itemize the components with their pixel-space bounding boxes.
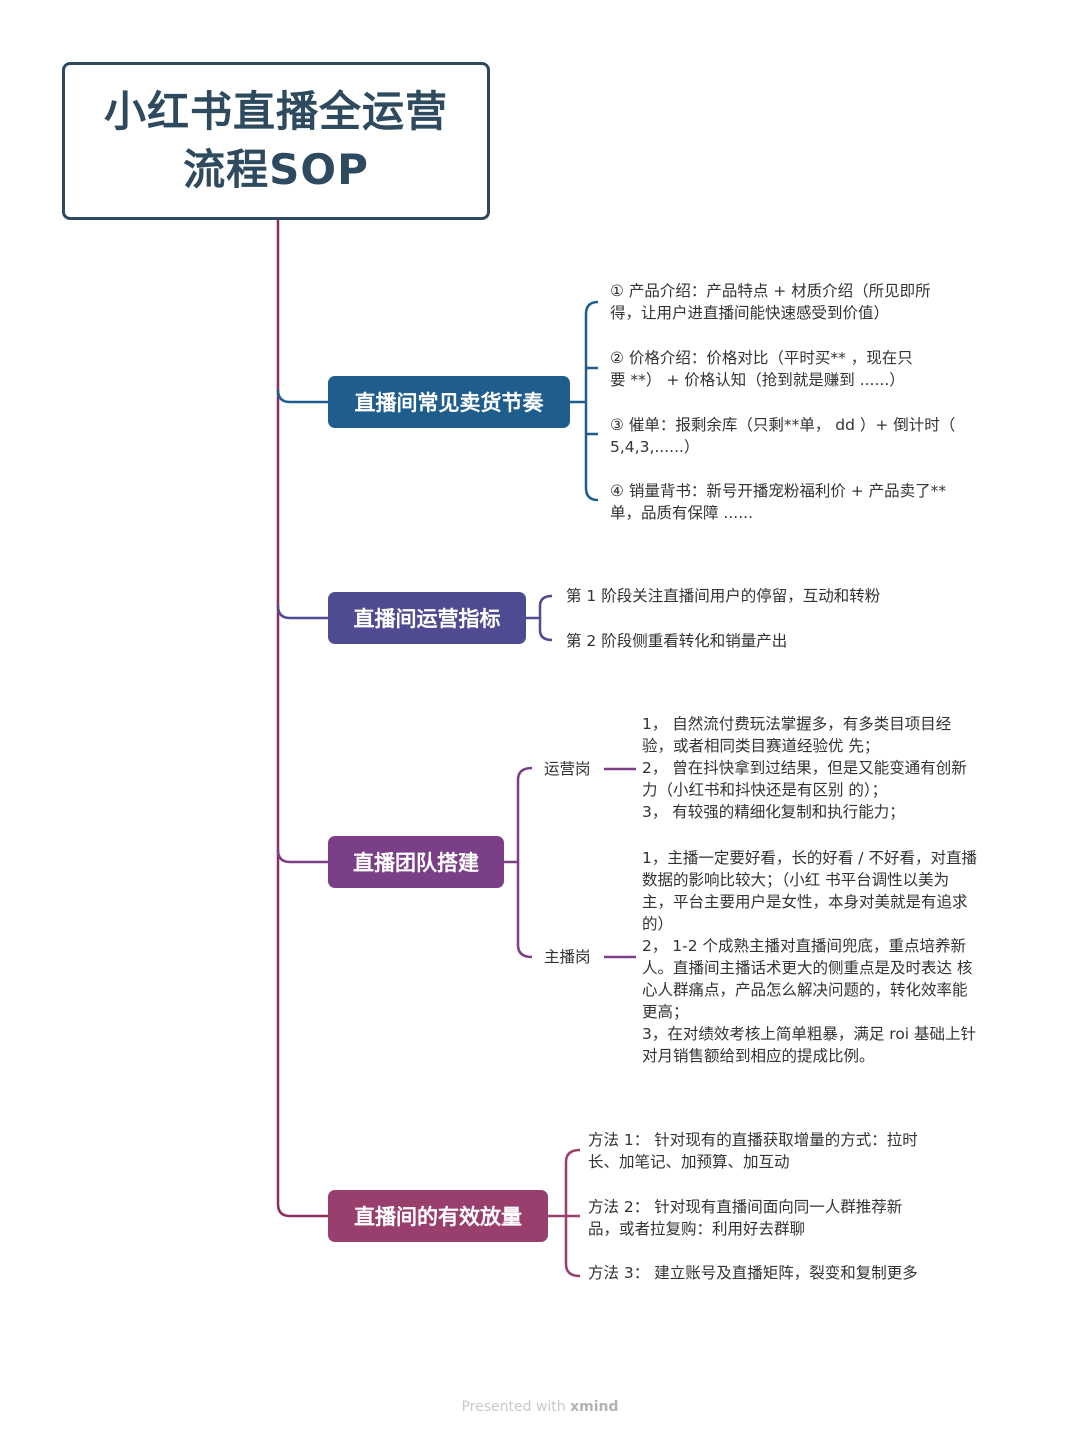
leaf-line: 5,4,3,......） xyxy=(610,438,700,456)
leaf-line: ③ 催单：报剩余库（只剩**单， dd ）+ 倒计时（ xyxy=(610,416,956,434)
branch4-bracket xyxy=(546,1148,581,1278)
branch1-bracket xyxy=(568,300,599,502)
leaf-method-3[interactable]: 方法 3： 建立账号及直播矩阵，裂变和复制更多 xyxy=(588,1262,918,1284)
leaf-product-intro[interactable]: ① 产品介绍：产品特点 + 材质介绍（所见即所 得，让用户进直播间能快速感受到价… xyxy=(610,280,931,324)
leaf-sales-endorsement[interactable]: ④ 销量背书：新号开播宠粉福利价 + 产品卖了** 单，品质有保障 ...... xyxy=(610,480,946,524)
sub-topic-operator[interactable]: 运营岗 xyxy=(544,760,591,778)
leaf-line: 数据的影响比较大；（小红 书平台调性以美为 xyxy=(642,871,950,889)
branch-selling-rhythm[interactable]: 直播间常见卖货节奏 xyxy=(328,376,570,428)
leaf-line: 1，主播一定要好看，长的好看 / 不好看，对直播 xyxy=(642,849,977,867)
leaf-line: 方法 3： 建立账号及直播矩阵，裂变和复制更多 xyxy=(588,1264,918,1282)
root-title-line1: 小红书直播全运营 xyxy=(103,87,448,136)
branch3-connector xyxy=(276,848,332,864)
leaf-stage-1[interactable]: 第 1 阶段关注直播间用户的停留，互动和转粉 xyxy=(566,585,880,607)
branch-label: 直播间常见卖货节奏 xyxy=(354,391,544,415)
branch2-bracket xyxy=(524,594,553,642)
leaf-line: 3， 有较强的精细化复制和执行能力； xyxy=(642,803,905,821)
branch-label: 直播间的有效放量 xyxy=(354,1205,522,1229)
leaf-line: 的） xyxy=(642,915,674,933)
leaf-line: 3，在对绩效考核上简单粗暴，满足 roi 基础上针 xyxy=(642,1025,977,1043)
leaf-line: 主，平台主要用户是女性，本身对美就是有追求 xyxy=(642,893,968,911)
leaf-price-intro[interactable]: ② 价格介绍：价格对比（平时买** ，现在只 要 **） + 价格认知（抢到就是… xyxy=(610,347,913,391)
branch3-bracket xyxy=(502,766,533,959)
footer-prefix: Presented with xyxy=(461,1399,566,1415)
leaf-anchor-requirements[interactable]: 1，主播一定要好看，长的好看 / 不好看，对直播 数据的影响比较大；（小红 书平… xyxy=(642,847,977,1067)
branch3-sub-connectors xyxy=(604,767,636,959)
leaf-line: ① 产品介绍：产品特点 + 材质介绍（所见即所 xyxy=(610,282,931,300)
leaf-method-2[interactable]: 方法 2： 针对现有直播间面向同一人群推荐新 品，或者拉复购：利用好去群聊 xyxy=(588,1196,902,1240)
leaf-line: 要 **） + 价格认知（抢到就是赚到 ......） xyxy=(610,371,905,389)
trunk-line xyxy=(276,218,332,1218)
leaf-line: ④ 销量背书：新号开播宠粉福利价 + 产品卖了** xyxy=(610,482,947,500)
branch1-connector xyxy=(276,388,332,404)
leaf-line: 长、加笔记、加预算、加互动 xyxy=(588,1153,790,1171)
footer-credit: Presented with xmind xyxy=(0,1399,1080,1415)
root-topic[interactable]: 小红书直播全运营 流程SOP xyxy=(62,62,490,220)
leaf-line: 1， 自然流付费玩法掌握多，有多类目项目经 xyxy=(642,715,952,733)
leaf-line: ② 价格介绍：价格对比（平时买** ，现在只 xyxy=(610,349,913,367)
leaf-line: 心人群痛点，产品怎么解决问题的，转化效率能 xyxy=(642,981,968,999)
sub-topic-anchor[interactable]: 主播岗 xyxy=(544,948,591,966)
leaf-stage-2[interactable]: 第 2 阶段侧重看转化和销量产出 xyxy=(566,630,787,652)
leaf-line: 力（小红书和抖快还是有区别 的）； xyxy=(642,781,888,799)
leaf-line: 对月销售额给到相应的提成比例。 xyxy=(642,1047,875,1065)
branch2-connector xyxy=(276,604,332,620)
leaf-line: 品，或者拉复购：利用好去群聊 xyxy=(588,1220,806,1238)
branch-label: 直播间运营指标 xyxy=(353,607,501,631)
leaf-urge-order[interactable]: ③ 催单：报剩余库（只剩**单， dd ）+ 倒计时（ 5,4,3,......… xyxy=(610,414,955,458)
branch-label: 直播团队搭建 xyxy=(353,851,479,875)
leaf-line: 更高； xyxy=(642,1003,689,1021)
leaf-method-1[interactable]: 方法 1： 针对现有的直播获取增量的方式：拉时 长、加笔记、加预算、加互动 xyxy=(588,1129,918,1173)
root-title-line2: 流程SOP xyxy=(183,145,369,194)
leaf-line: 得，让用户进直播间能快速感受到价值） xyxy=(610,304,890,322)
leaf-line: 方法 1： 针对现有的直播获取增量的方式：拉时 xyxy=(588,1131,918,1149)
leaf-line: 单，品质有保障 ...... xyxy=(610,504,753,522)
xmind-logo: xmind xyxy=(570,1399,619,1415)
leaf-line: 方法 2： 针对现有直播间面向同一人群推荐新 xyxy=(588,1198,903,1216)
leaf-line: 人。直播间主播话术更大的侧重点是及时表达 核 xyxy=(642,959,973,977)
leaf-operator-requirements[interactable]: 1， 自然流付费玩法掌握多，有多类目项目经 验，或者相同类目赛道经验优 先； 2… xyxy=(642,713,967,823)
leaf-line: 验，或者相同类目赛道经验优 先； xyxy=(642,737,880,755)
branch-team-building[interactable]: 直播团队搭建 xyxy=(328,836,504,888)
branch-effective-scaling[interactable]: 直播间的有效放量 xyxy=(328,1190,548,1242)
leaf-line: 2， 1-2 个成熟主播对直播间兜底，重点培养新 xyxy=(642,937,967,955)
branch-operation-metrics[interactable]: 直播间运营指标 xyxy=(328,592,526,644)
leaf-line: 2， 曾在抖快拿到过结果，但是又能变通有创新 xyxy=(642,759,967,777)
leaf-line: 第 2 阶段侧重看转化和销量产出 xyxy=(566,632,788,650)
leaf-line: 第 1 阶段关注直播间用户的停留，互动和转粉 xyxy=(566,587,881,605)
